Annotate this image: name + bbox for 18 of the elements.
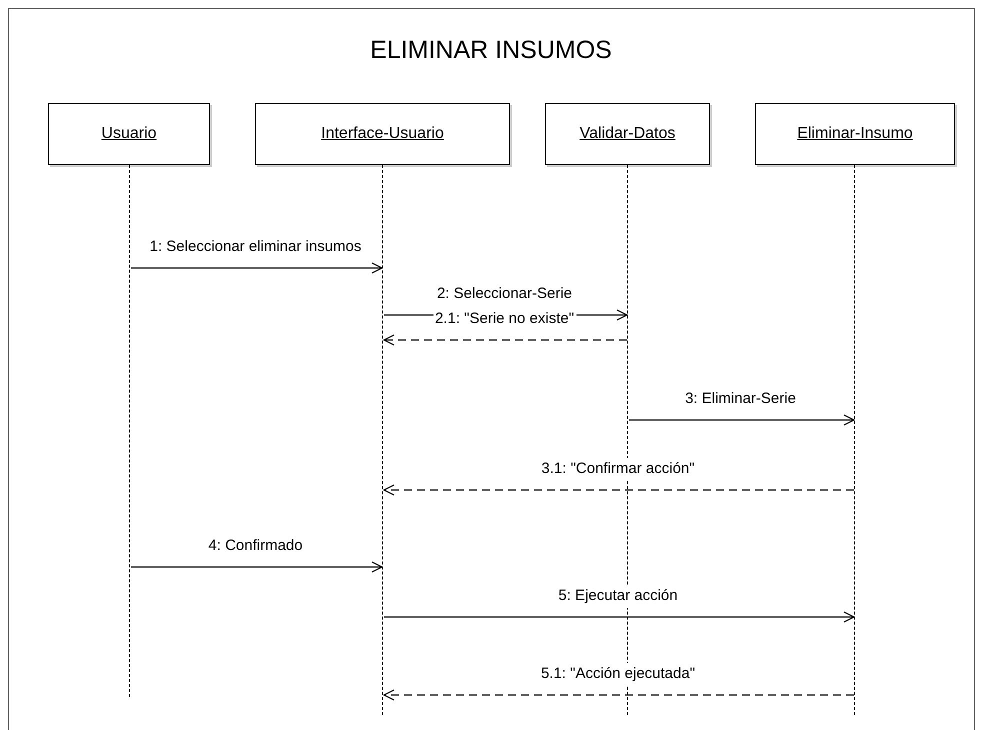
return-message-arrow [383, 484, 854, 496]
edge-label: 3.1: "Confirmar acción" [539, 458, 697, 480]
participant-box: Usuario [48, 103, 210, 165]
edge-label: 5: Ejecutar acción [556, 585, 680, 608]
message-arrow [384, 611, 855, 623]
message-arrow [131, 561, 383, 573]
participant-box: Eliminar-Insumo [755, 103, 955, 165]
participant-box: Validar-Datos [545, 103, 710, 165]
return-message-arrow [383, 334, 627, 346]
lifeline [382, 165, 384, 715]
lifeline [129, 165, 131, 697]
message-arrow [629, 414, 855, 426]
lifeline [854, 165, 856, 715]
return-message-arrow [383, 689, 854, 701]
edge-label: 5.1: "Acción ejecutada" [538, 663, 698, 686]
message-arrow [131, 262, 383, 274]
title: ELIMINAR INSUMOS [369, 35, 613, 66]
participant-box: Interface-Usuario [255, 103, 510, 165]
